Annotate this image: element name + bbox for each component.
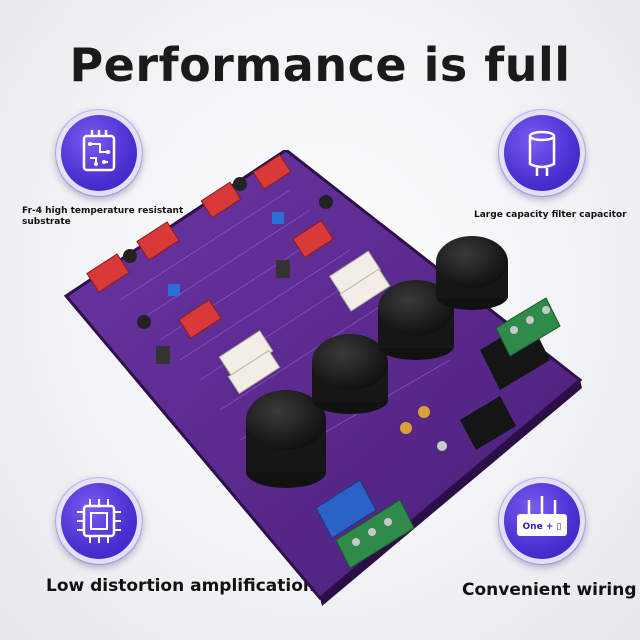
feature-amplification-label: Low distortion amplification	[46, 576, 315, 596]
chip-badge	[56, 478, 142, 564]
page-title: Performance is full	[69, 38, 571, 92]
capacitor-badge	[499, 110, 585, 196]
amplifier-board-image	[60, 148, 600, 610]
circuit-board-icon	[82, 130, 116, 172]
feature-capacitor-label: Large capacity filter capacitor	[474, 210, 627, 220]
chip-icon	[77, 499, 121, 543]
circuit-board-badge	[56, 110, 142, 196]
router-badge: One + ▯	[499, 478, 585, 564]
capacitor-icon	[528, 130, 556, 176]
router-icon: One + ▯	[517, 496, 567, 536]
router-icon-text: One + ▯	[523, 522, 562, 532]
feature-substrate-label: Fr-4 high temperature resistant substrat…	[22, 206, 184, 227]
feature-wiring-label: Convenient wiring	[462, 580, 637, 600]
